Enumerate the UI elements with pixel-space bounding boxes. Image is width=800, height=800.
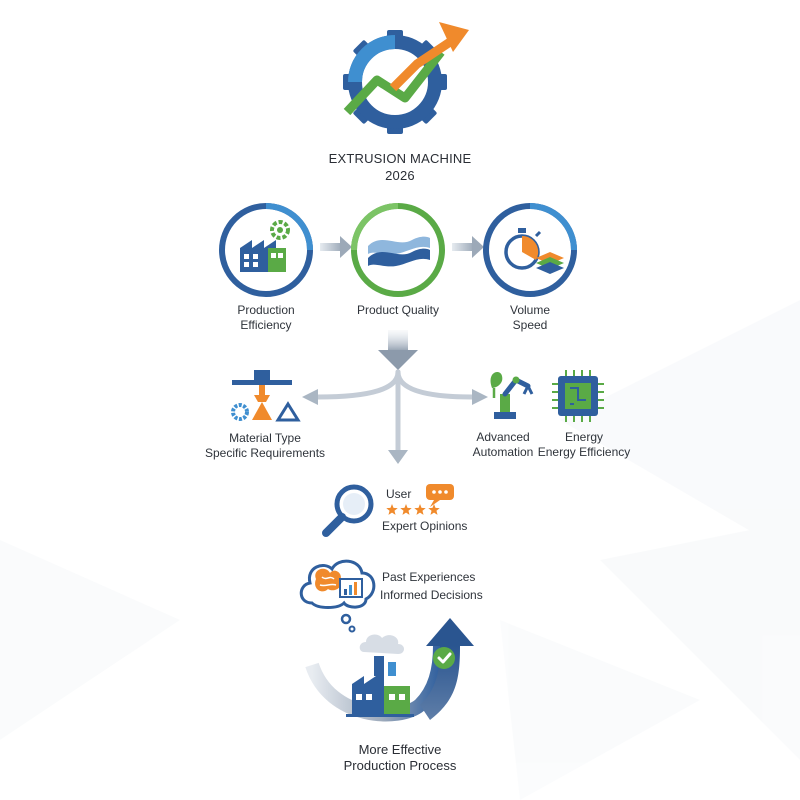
star-icon <box>414 504 426 515</box>
material-line-1: Material Type <box>229 431 301 445</box>
chat-bubble-icon <box>426 484 454 507</box>
title-line-2: 2026 <box>385 168 415 183</box>
split-arrow-down <box>388 450 408 464</box>
row-arrow-right <box>452 236 484 258</box>
energy-line-2: Energy Efficiency <box>537 445 631 459</box>
background-facets <box>0 300 800 800</box>
factor-3-line-2: Speed <box>512 318 548 332</box>
label-informed-decisions: Informed Decisions <box>380 588 483 602</box>
split-arrow-right <box>472 389 488 405</box>
energy-line-1: Energy <box>564 430 604 444</box>
split-arrow-left <box>302 389 318 405</box>
splitter-curves <box>315 369 475 453</box>
factor-1-line-2: Efficiency <box>240 318 292 332</box>
material-shapes-icon <box>231 370 301 422</box>
automation-line-1: Advanced <box>476 430 530 444</box>
label-material-type: Material Type Specific Requirements <box>190 431 340 461</box>
wave-icon <box>368 236 430 267</box>
chip-icon <box>552 370 604 422</box>
title-line-1: EXTRUSION MACHINE <box>328 151 472 166</box>
product-quality-node <box>351 203 445 297</box>
outcome-title: More Effective Production Process <box>290 742 510 774</box>
check-circle-icon <box>433 647 455 669</box>
robot-arm-icon <box>490 372 534 419</box>
stopwatch-layers-icon <box>504 228 564 274</box>
gear-trend-logo-icon <box>343 22 469 134</box>
material-line-2: Specific Requirements <box>204 446 326 460</box>
factory-check-icon <box>346 656 414 717</box>
label-expert-opinions: Expert Opinions <box>382 519 468 533</box>
production-efficiency-node <box>219 203 313 297</box>
factor-3-line-1: Volume <box>509 303 551 317</box>
thought-cloud-icon <box>299 559 376 633</box>
automation-line-2: Automation <box>472 445 534 459</box>
down-arrow-main <box>378 330 418 370</box>
label-production-efficiency: Production Efficiency <box>206 303 326 333</box>
row-arrow-left <box>320 236 352 258</box>
factory-gear-icon <box>240 220 290 272</box>
star-icon <box>386 504 398 515</box>
star-rating <box>386 504 440 515</box>
star-icon <box>428 504 440 515</box>
label-advanced-automation: Advanced Automation <box>458 430 548 460</box>
smoke-cloud <box>359 634 404 654</box>
star-icon <box>400 504 412 515</box>
magnifier-icon <box>322 484 374 537</box>
label-past-experiences: Past Experiences <box>382 570 476 584</box>
volume-speed-node <box>483 203 577 297</box>
label-volume-speed: Volume Speed <box>470 303 590 333</box>
outcome-line-1: More Effective <box>358 742 442 757</box>
label-user: User <box>386 487 412 501</box>
label-product-quality: Product Quality <box>338 303 458 318</box>
outcome-line-2: Production Process <box>343 758 457 773</box>
page-title: EXTRUSION MACHINE 2026 <box>300 150 500 184</box>
factor-2-line-1: Product Quality <box>356 303 440 317</box>
label-energy-efficiency: Energy Energy Efficiency <box>532 430 636 460</box>
factor-1-line-1: Production <box>237 303 295 317</box>
